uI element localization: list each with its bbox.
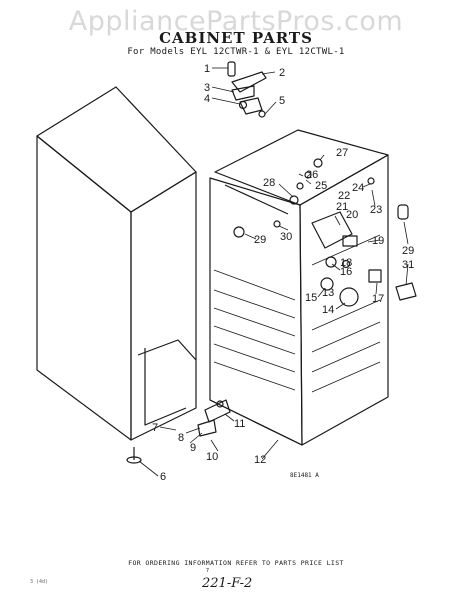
callout-9: 9: [190, 442, 196, 454]
callout-31: 31: [402, 259, 414, 271]
callout-5: 5: [279, 95, 285, 107]
drawing-number: 8E1481 A: [290, 472, 319, 479]
callout-22: 22: [338, 190, 350, 202]
callout-3: 3: [204, 82, 210, 94]
model-subtitle: For Models EYL 12CTWR-1 & EYL 12CTWL-1: [127, 47, 345, 57]
callout-6: 6: [160, 471, 166, 483]
callout-30: 30: [280, 231, 292, 243]
callout-15: 15: [305, 292, 317, 304]
callout-20: 20: [346, 209, 358, 221]
cabinet-body: [209, 129, 389, 446]
callout-29-left: 29: [254, 234, 266, 246]
top-hinge-parts: [227, 61, 267, 118]
callout-29-right: 29: [402, 245, 414, 257]
bottom-hinge-parts: [126, 399, 231, 464]
page-mark: 7: [206, 568, 210, 574]
callout-numbers: 1 2 3 4 5 6 7 8 9 10 11 12 13 14 15 16 1…: [152, 63, 414, 483]
callout-23: 23: [370, 204, 382, 216]
callout-27: 27: [336, 147, 348, 159]
callout-1: 1: [204, 63, 210, 75]
interior-ribs: [311, 234, 381, 393]
interior-shelves: [213, 269, 296, 391]
ordering-info: FOR ORDERING INFORMATION REFER TO PARTS …: [128, 559, 344, 567]
corner-mark: 3 (4d): [30, 579, 49, 585]
callout-12: 12: [254, 454, 266, 466]
door-panel: [36, 86, 197, 441]
handwritten-code: 221-F-2: [202, 576, 253, 591]
callout-26: 26: [306, 169, 318, 181]
callout-25: 25: [315, 180, 327, 192]
callout-19: 19: [372, 235, 384, 247]
callout-17: 17: [372, 293, 384, 305]
diagram-title: CABINET PARTS: [159, 29, 313, 47]
callout-28: 28: [263, 177, 275, 189]
callout-4: 4: [204, 93, 210, 105]
watermark: AppliancePartsPros.com: [68, 6, 404, 37]
callout-13: 13: [322, 287, 334, 299]
callout-8: 8: [178, 432, 184, 444]
callout-11: 11: [234, 418, 245, 430]
callout-16: 16: [340, 266, 352, 278]
callout-14: 14: [322, 304, 334, 316]
callout-10: 10: [206, 451, 218, 463]
leader-lines: [138, 67, 409, 477]
callout-21: 21: [336, 201, 348, 213]
callout-2: 2: [279, 67, 285, 79]
callout-18: 18: [340, 257, 352, 269]
control-components: [233, 158, 417, 307]
callout-7: 7: [152, 422, 158, 434]
callout-24: 24: [352, 182, 364, 194]
